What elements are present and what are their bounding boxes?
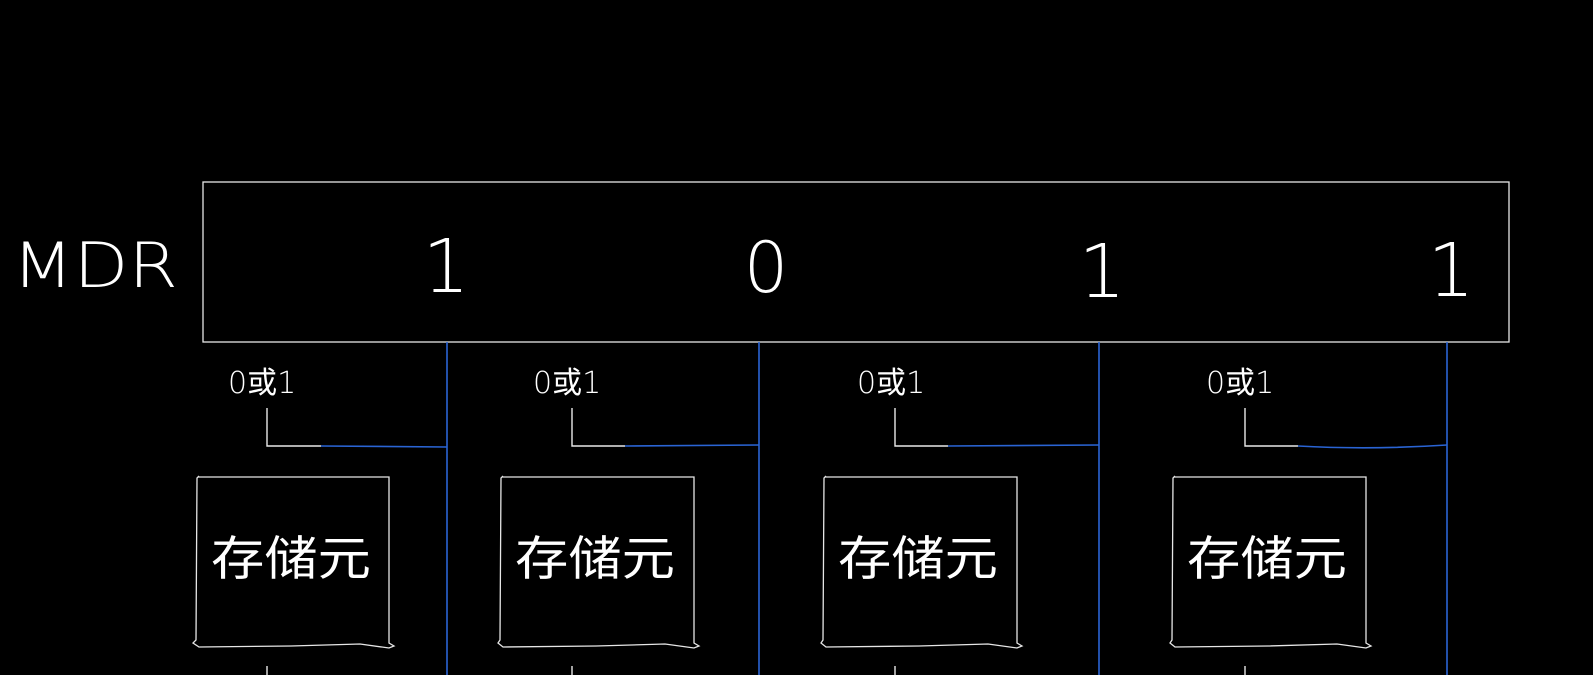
mdr-bit-0: 1 [422, 224, 469, 310]
bit-option-label: 0或1 [228, 366, 296, 401]
mdr-bit-1: 0 [744, 227, 789, 309]
connect-wire [1297, 444, 1448, 449]
mdr-bit-3: 1 [1427, 228, 1474, 314]
mdr-label: MDR [12, 229, 178, 302]
storage-cell-label: 存储元 [1187, 532, 1347, 587]
storage-cell-box [497, 475, 701, 649]
storage-cell-label: 存储元 [515, 532, 675, 587]
mdr-register-box [202, 181, 1510, 343]
memory-cell-group: 0或1 存储元 [497, 342, 760, 675]
connect-wire [320, 445, 448, 448]
bit-option-label: 0或1 [857, 366, 925, 401]
storage-cell-label: 存储元 [838, 532, 998, 587]
select-wire [266, 408, 321, 447]
select-wire [894, 408, 948, 447]
connect-wire [947, 444, 1100, 447]
memory-cell-group: 0或1 存储元 [1169, 342, 1448, 675]
select-wire [571, 408, 625, 447]
mdr-bit-2: 1 [1078, 229, 1125, 315]
storage-cell-label: 存储元 [211, 532, 371, 587]
connect-wire [624, 444, 760, 447]
memory-cell-group: 0或1 存储元 [820, 342, 1100, 675]
storage-cell-box [191, 475, 396, 649]
bit-option-label: 0或1 [1206, 366, 1274, 401]
storage-cell-box [820, 475, 1024, 649]
select-wire [1244, 408, 1298, 447]
memory-cell-group: 0或1 存储元 [191, 342, 448, 675]
storage-cell-box [1169, 475, 1373, 649]
bit-option-label: 0或1 [533, 366, 601, 401]
